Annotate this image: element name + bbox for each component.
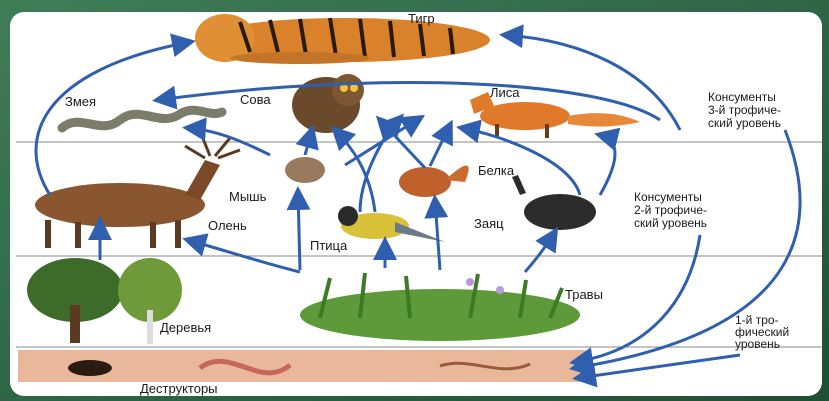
hare-label: Заяц [474,216,504,231]
decomposers-label: Деструкторы [140,381,218,396]
owl-label: Сова [240,92,271,107]
mouse-illustration [285,157,325,183]
bird-label: Птица [310,238,348,253]
fox-label: Лиса [490,85,520,100]
squirrel-label: Белка [478,163,515,178]
level2-label: Консументы 2-й трофиче- ский уровень [634,190,710,230]
snake-label: Змея [65,94,96,109]
arrow-grass-mouse [298,192,300,270]
mouse-label: Мышь [229,189,267,204]
level3-label: Консументы 3-й трофиче- ский уровень [708,90,784,130]
trees-label: Деревья [160,320,211,335]
deer-label: Олень [208,218,247,233]
tiger-label: Тигр [408,11,435,26]
grasses-label: Травы [565,287,603,302]
